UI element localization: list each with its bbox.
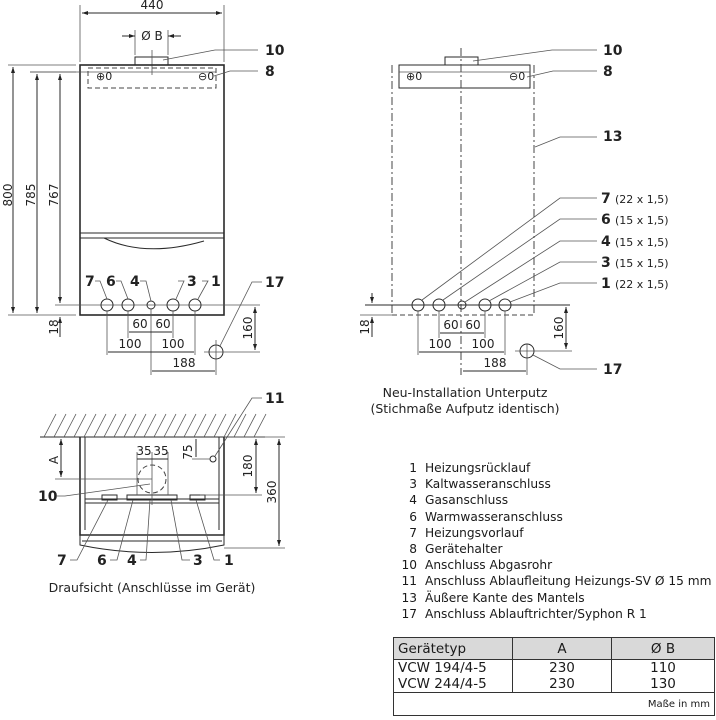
col-header-a: A [512, 637, 612, 660]
conn-label-3: 3 [187, 274, 197, 290]
top-label-6: 6 [97, 553, 107, 569]
conn-label-7: 7 [85, 274, 95, 290]
svg-text:⊖0: ⊖0 [509, 70, 525, 83]
top-dim-180: 180 [241, 455, 255, 478]
top-label-1: 1 [224, 553, 234, 569]
svg-text:(22 x 1,5): (22 x 1,5) [615, 193, 669, 206]
install-dim-100-left: 100 [429, 337, 452, 351]
top-dim-A: A [47, 455, 61, 464]
top-dim-35-right: 35 [153, 444, 168, 458]
front-view: 440 Ø B ⊕0 ⊖0 10 8 [1, 0, 285, 375]
dim-160: 160 [241, 317, 255, 340]
dim-bottom-18: 18 [47, 319, 61, 334]
callout-10: 10 [265, 43, 285, 59]
install-callout-8: 8 [603, 64, 613, 80]
conn-label-6: 6 [106, 274, 116, 290]
install-dim-60-left: 60 [443, 318, 458, 332]
top-callout-10: 10 [38, 489, 58, 505]
table-row: VCW 244/4-5 230 130 [393, 676, 715, 693]
top-view-caption: Draufsicht (Anschlüsse im Gerät) [49, 580, 256, 595]
install-conn-4: 4 [601, 234, 611, 250]
table-footer: Maße in mm [393, 692, 715, 716]
top-view: 35 35 A 75 11 180 360 10 7 6 4 3 [38, 391, 285, 595]
install-conn-1: 1 [601, 276, 611, 292]
install-caption-line1: Neu-Installation Unterputz [383, 385, 548, 400]
dim-100-right: 100 [162, 337, 185, 351]
svg-text:(15 x 1,5): (15 x 1,5) [615, 257, 669, 270]
callout-17: 17 [265, 275, 284, 291]
top-label-7: 7 [57, 553, 67, 569]
callout-13: 13 [603, 129, 622, 145]
install-caption-line2: (Stichmaße Aufputz identisch) [370, 401, 559, 416]
callout-11: 11 [265, 391, 284, 407]
top-dim-35-left: 35 [136, 444, 151, 458]
top-dim-75: 75 [181, 444, 195, 459]
top-label-3: 3 [193, 553, 203, 569]
install-dim-100-right: 100 [472, 337, 495, 351]
dim-width: 440 [141, 0, 164, 12]
dim-height-767: 767 [47, 184, 61, 207]
dim-100-left: 100 [119, 337, 142, 351]
dim-60-left: 60 [132, 317, 147, 331]
svg-text:⊖0: ⊖0 [198, 70, 214, 83]
table-header-row: Gerätetyp A Ø B [393, 637, 715, 660]
svg-text:(15 x 1,5): (15 x 1,5) [615, 214, 669, 227]
svg-text:(22 x 1,5): (22 x 1,5) [615, 278, 669, 291]
conn-label-1: 1 [211, 274, 221, 290]
install-callout-10: 10 [603, 43, 623, 59]
install-callout-17: 17 [603, 362, 622, 378]
col-header-type: Gerätetyp [393, 637, 513, 660]
install-conn-6: 6 [601, 212, 611, 228]
col-header-b: Ø B [611, 637, 715, 660]
dimension-table: Gerätetyp A Ø B VCW 194/4-5 230 110 VCW … [393, 637, 715, 716]
svg-text:⊕0: ⊕0 [406, 70, 422, 83]
install-dim-60-right: 60 [465, 318, 480, 332]
table-row: VCW 194/4-5 230 110 [393, 659, 715, 676]
dim-flue-diameter: Ø B [141, 29, 163, 43]
svg-text:⊕0: ⊕0 [96, 70, 112, 83]
dim-height-800: 800 [1, 184, 15, 207]
dim-188: 188 [173, 356, 196, 370]
dim-height-785: 785 [24, 184, 38, 207]
install-dim-160: 160 [552, 317, 566, 340]
top-dim-360: 360 [265, 481, 279, 504]
conn-label-4: 4 [130, 274, 140, 290]
install-dim-188: 188 [484, 356, 507, 370]
dim-60-right: 60 [155, 317, 170, 331]
install-conn-3: 3 [601, 255, 611, 271]
install-view: ⊕0 ⊖0 10 8 13 7 (22 x 1,5) 6 (15 x 1,5) … [358, 43, 669, 416]
install-dim-18: 18 [358, 319, 372, 334]
svg-text:(15 x 1,5): (15 x 1,5) [615, 236, 669, 249]
callout-8: 8 [265, 64, 275, 80]
install-conn-7: 7 [601, 191, 611, 207]
top-label-4: 4 [127, 553, 137, 569]
